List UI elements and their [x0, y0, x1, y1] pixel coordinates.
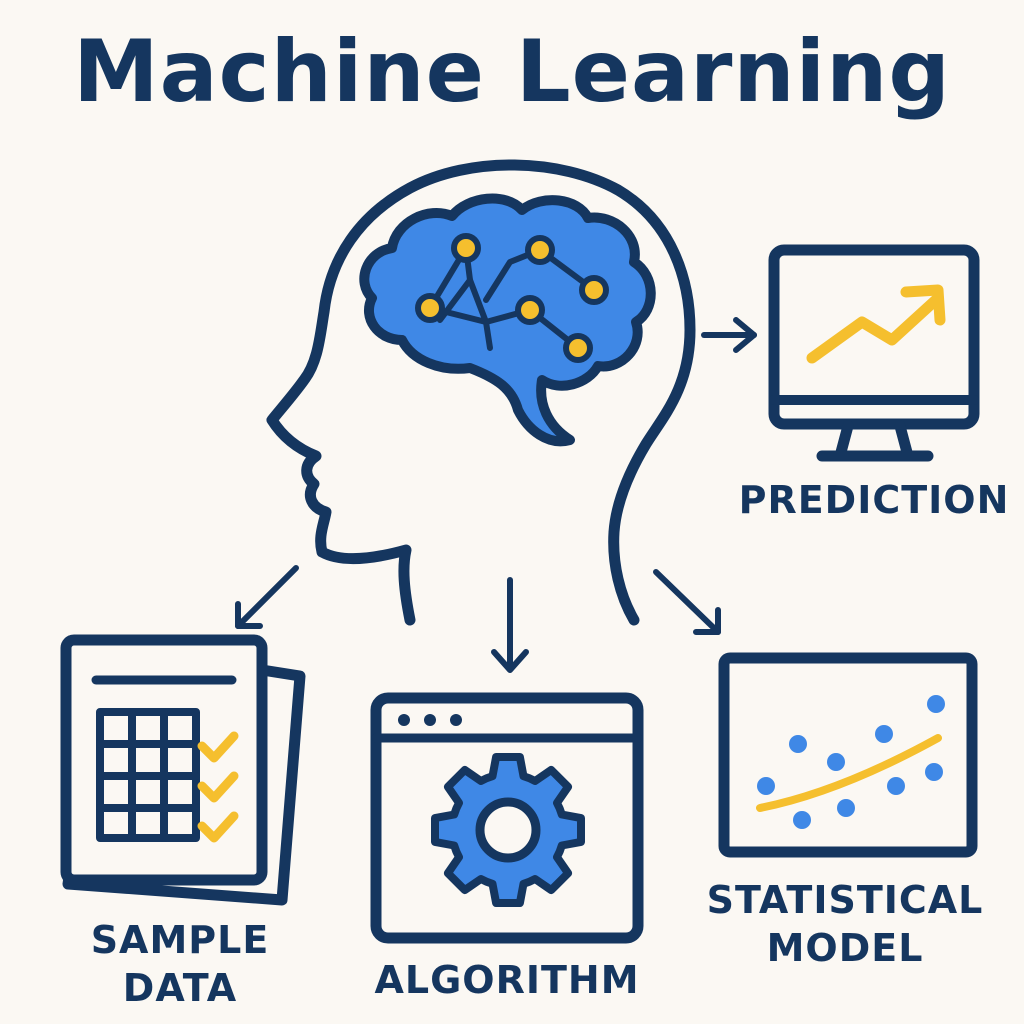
label-statistical-model-line1: STATISTICAL — [706, 878, 984, 922]
monitor-trend-icon — [768, 244, 980, 462]
arrow-to-algorithm-icon — [491, 577, 529, 673]
head-outline — [266, 159, 696, 626]
label-sample-data: SAMPLE DATA — [60, 916, 300, 1012]
label-prediction: PREDICTION — [738, 478, 1010, 522]
label-sample-data-line1: SAMPLE — [90, 918, 270, 962]
arrow-to-prediction-icon — [701, 317, 757, 353]
gear-icon — [431, 753, 585, 907]
label-statistical-model-line2: MODEL — [766, 926, 924, 970]
brain — [359, 193, 656, 447]
label-statistical-model: STATISTICAL MODEL — [690, 876, 1000, 972]
page-title: Machine Learning — [73, 22, 951, 122]
arrows — [235, 317, 757, 673]
arrow-to-statistical-model-icon — [653, 569, 721, 635]
scatter-trendline-icon — [718, 652, 978, 858]
label-algorithm: ALGORITHM — [374, 958, 640, 1002]
browser-gear-icon — [370, 692, 644, 944]
head-brain-network-icon — [266, 159, 696, 626]
arrow-to-sample-data-icon — [235, 565, 299, 629]
label-sample-data-line2: DATA — [122, 966, 238, 1010]
spreadsheet-checklist-icon — [60, 634, 306, 906]
network-nodes — [415, 233, 609, 363]
